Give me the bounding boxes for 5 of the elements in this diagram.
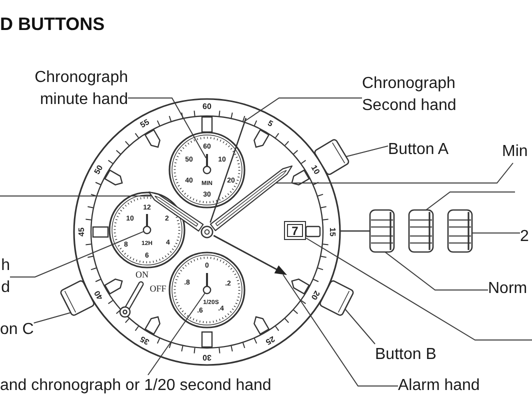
bezel-number: 30: [202, 353, 212, 361]
bezel-number: 45: [78, 228, 86, 236]
title: D BUTTONS: [0, 13, 105, 35]
bezel-number: 15: [328, 228, 336, 236]
bezel-number: 60: [202, 103, 212, 111]
